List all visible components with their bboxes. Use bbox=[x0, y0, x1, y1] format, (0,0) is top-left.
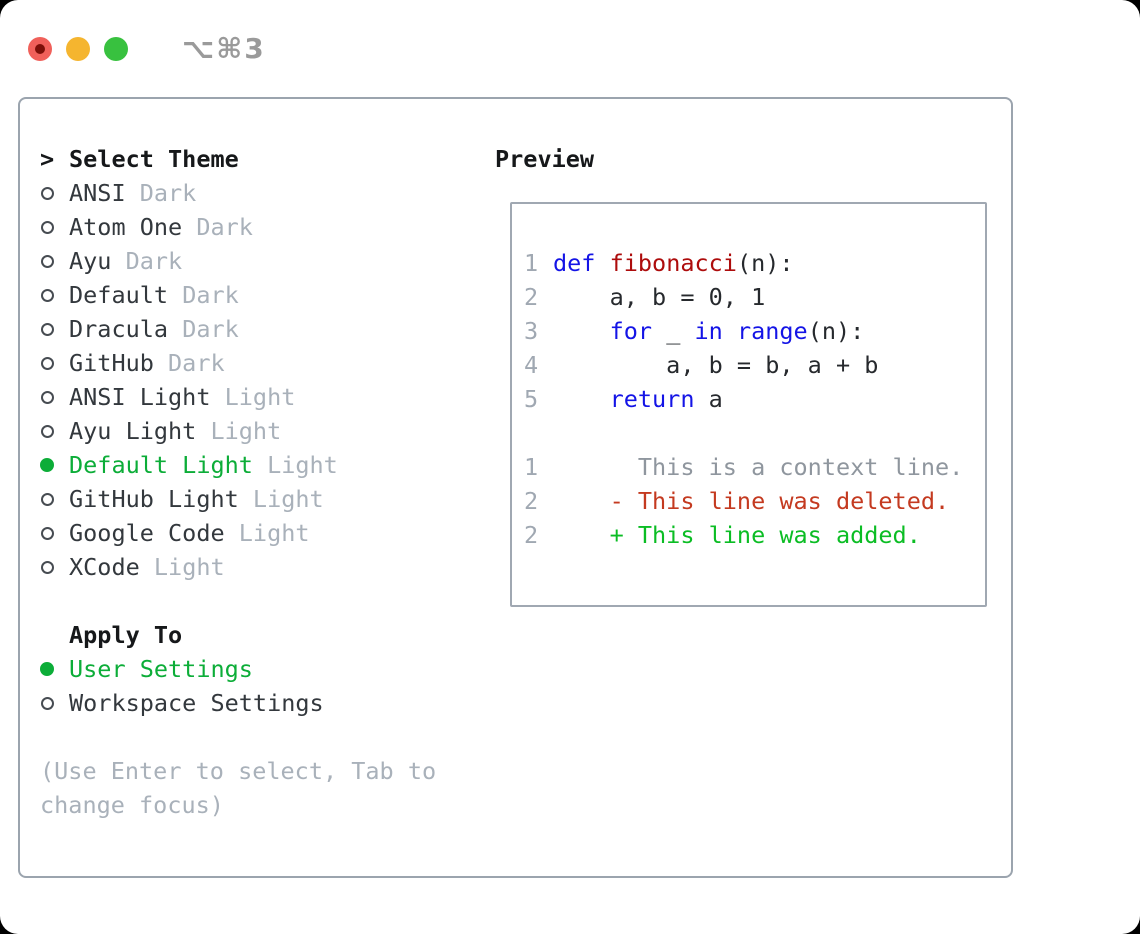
theme-option-default[interactable]: Default Dark bbox=[40, 278, 480, 312]
theme-name: GitHub bbox=[69, 349, 154, 377]
theme-option-github-light[interactable]: GitHub Light Light bbox=[40, 482, 480, 516]
minimize-button[interactable] bbox=[66, 36, 90, 61]
theme-variant: Dark bbox=[125, 179, 197, 207]
apply-option-label: User Settings bbox=[69, 655, 253, 683]
radio-icon bbox=[40, 662, 69, 676]
code-line: 2 + This line was added. bbox=[524, 518, 985, 552]
line-number: 2 bbox=[524, 283, 539, 311]
theme-variant: Dark bbox=[168, 281, 239, 309]
radio-icon bbox=[40, 560, 69, 574]
line-number: 4 bbox=[524, 351, 539, 379]
theme-name: Default bbox=[69, 281, 169, 309]
theme-variant: Light bbox=[210, 383, 296, 411]
line-number: 1 bbox=[524, 249, 539, 277]
theme-name: Ayu Light bbox=[69, 417, 197, 445]
line-number: 2 bbox=[524, 487, 539, 515]
spacer bbox=[40, 584, 480, 618]
titlebar: ⌥⌘3 bbox=[0, 0, 1140, 97]
radio-icon bbox=[40, 186, 69, 200]
theme-option-default-light[interactable]: Default Light Light bbox=[40, 448, 480, 482]
theme-name: Dracula bbox=[69, 315, 169, 343]
theme-variant: Light bbox=[238, 485, 324, 513]
theme-option-github[interactable]: GitHub Dark bbox=[40, 346, 480, 380]
theme-option-ayu[interactable]: Ayu Dark bbox=[40, 244, 480, 278]
code-line: 2 - This line was deleted. bbox=[524, 484, 985, 518]
apply-option-label: Workspace Settings bbox=[69, 689, 324, 717]
select-theme-header: >Select Theme bbox=[40, 142, 480, 176]
radio-icon bbox=[40, 220, 69, 234]
theme-variant: Light bbox=[196, 417, 282, 445]
code-line: 5 return a bbox=[524, 382, 985, 416]
code-line: 1 This is a context line. bbox=[524, 450, 985, 484]
radio-icon bbox=[40, 356, 69, 370]
theme-name: GitHub Light bbox=[69, 485, 239, 513]
code-line: 2 a, b = 0, 1 bbox=[524, 280, 985, 314]
apply-to-header: Apply To bbox=[69, 621, 183, 649]
theme-name: ANSI bbox=[69, 179, 126, 207]
theme-variant: Light bbox=[224, 519, 310, 547]
radio-icon bbox=[40, 696, 69, 710]
line-number: 5 bbox=[524, 385, 539, 413]
close-dot-icon bbox=[35, 43, 45, 54]
spacer bbox=[40, 720, 480, 754]
theme-variant: Light bbox=[139, 553, 225, 581]
radio-icon bbox=[40, 424, 69, 438]
window-shortcut-label: ⌥⌘3 bbox=[182, 32, 266, 65]
zoom-button[interactable] bbox=[104, 36, 128, 61]
radio-icon bbox=[40, 254, 69, 268]
theme-option-ansi[interactable]: ANSI Dark bbox=[40, 176, 480, 210]
theme-name: ANSI Light bbox=[69, 383, 211, 411]
line-number bbox=[524, 416, 553, 450]
apply-option-workspace-settings[interactable]: Workspace Settings bbox=[40, 686, 480, 720]
theme-option-ayu-light[interactable]: Ayu Light Light bbox=[40, 414, 480, 448]
theme-variant: Dark bbox=[153, 349, 225, 377]
keyboard-hint: (Use Enter to select, Tab to change focu… bbox=[40, 757, 437, 819]
line-number: 1 bbox=[524, 453, 539, 481]
theme-variant: Dark bbox=[168, 315, 239, 343]
theme-variant: Dark bbox=[182, 213, 253, 241]
radio-icon bbox=[40, 458, 69, 472]
theme-option-dracula[interactable]: Dracula Dark bbox=[40, 312, 480, 346]
theme-name: Ayu bbox=[69, 247, 112, 275]
line-number: 2 bbox=[524, 521, 539, 549]
theme-name: XCode bbox=[69, 553, 140, 581]
theme-option-google-code[interactable]: Google Code Light bbox=[40, 516, 480, 550]
theme-option-atom-one[interactable]: Atom One Dark bbox=[40, 210, 480, 244]
code-line bbox=[524, 416, 985, 450]
radio-icon bbox=[40, 322, 69, 336]
theme-name: Atom One bbox=[69, 213, 183, 241]
preview-header: Preview bbox=[495, 145, 595, 173]
radio-icon bbox=[40, 288, 69, 302]
focus-caret-icon: > bbox=[40, 145, 55, 173]
theme-variant: Dark bbox=[111, 247, 183, 275]
theme-name: Default Light bbox=[69, 451, 253, 479]
code-line: 3 for _ in range(n): bbox=[524, 314, 985, 348]
code-line: 4 a, b = b, a + b bbox=[524, 348, 985, 382]
radio-icon bbox=[40, 390, 69, 404]
radio-icon bbox=[40, 526, 69, 540]
theme-name: Google Code bbox=[69, 519, 225, 547]
theme-option-ansi-light[interactable]: ANSI Light Light bbox=[40, 380, 480, 414]
radio-icon bbox=[40, 492, 69, 506]
apply-option-user-settings[interactable]: User Settings bbox=[40, 652, 480, 686]
line-number: 3 bbox=[524, 317, 539, 345]
theme-variant: Light bbox=[252, 451, 338, 479]
theme-option-xcode[interactable]: XCode Light bbox=[40, 550, 480, 584]
close-button[interactable] bbox=[28, 36, 52, 61]
